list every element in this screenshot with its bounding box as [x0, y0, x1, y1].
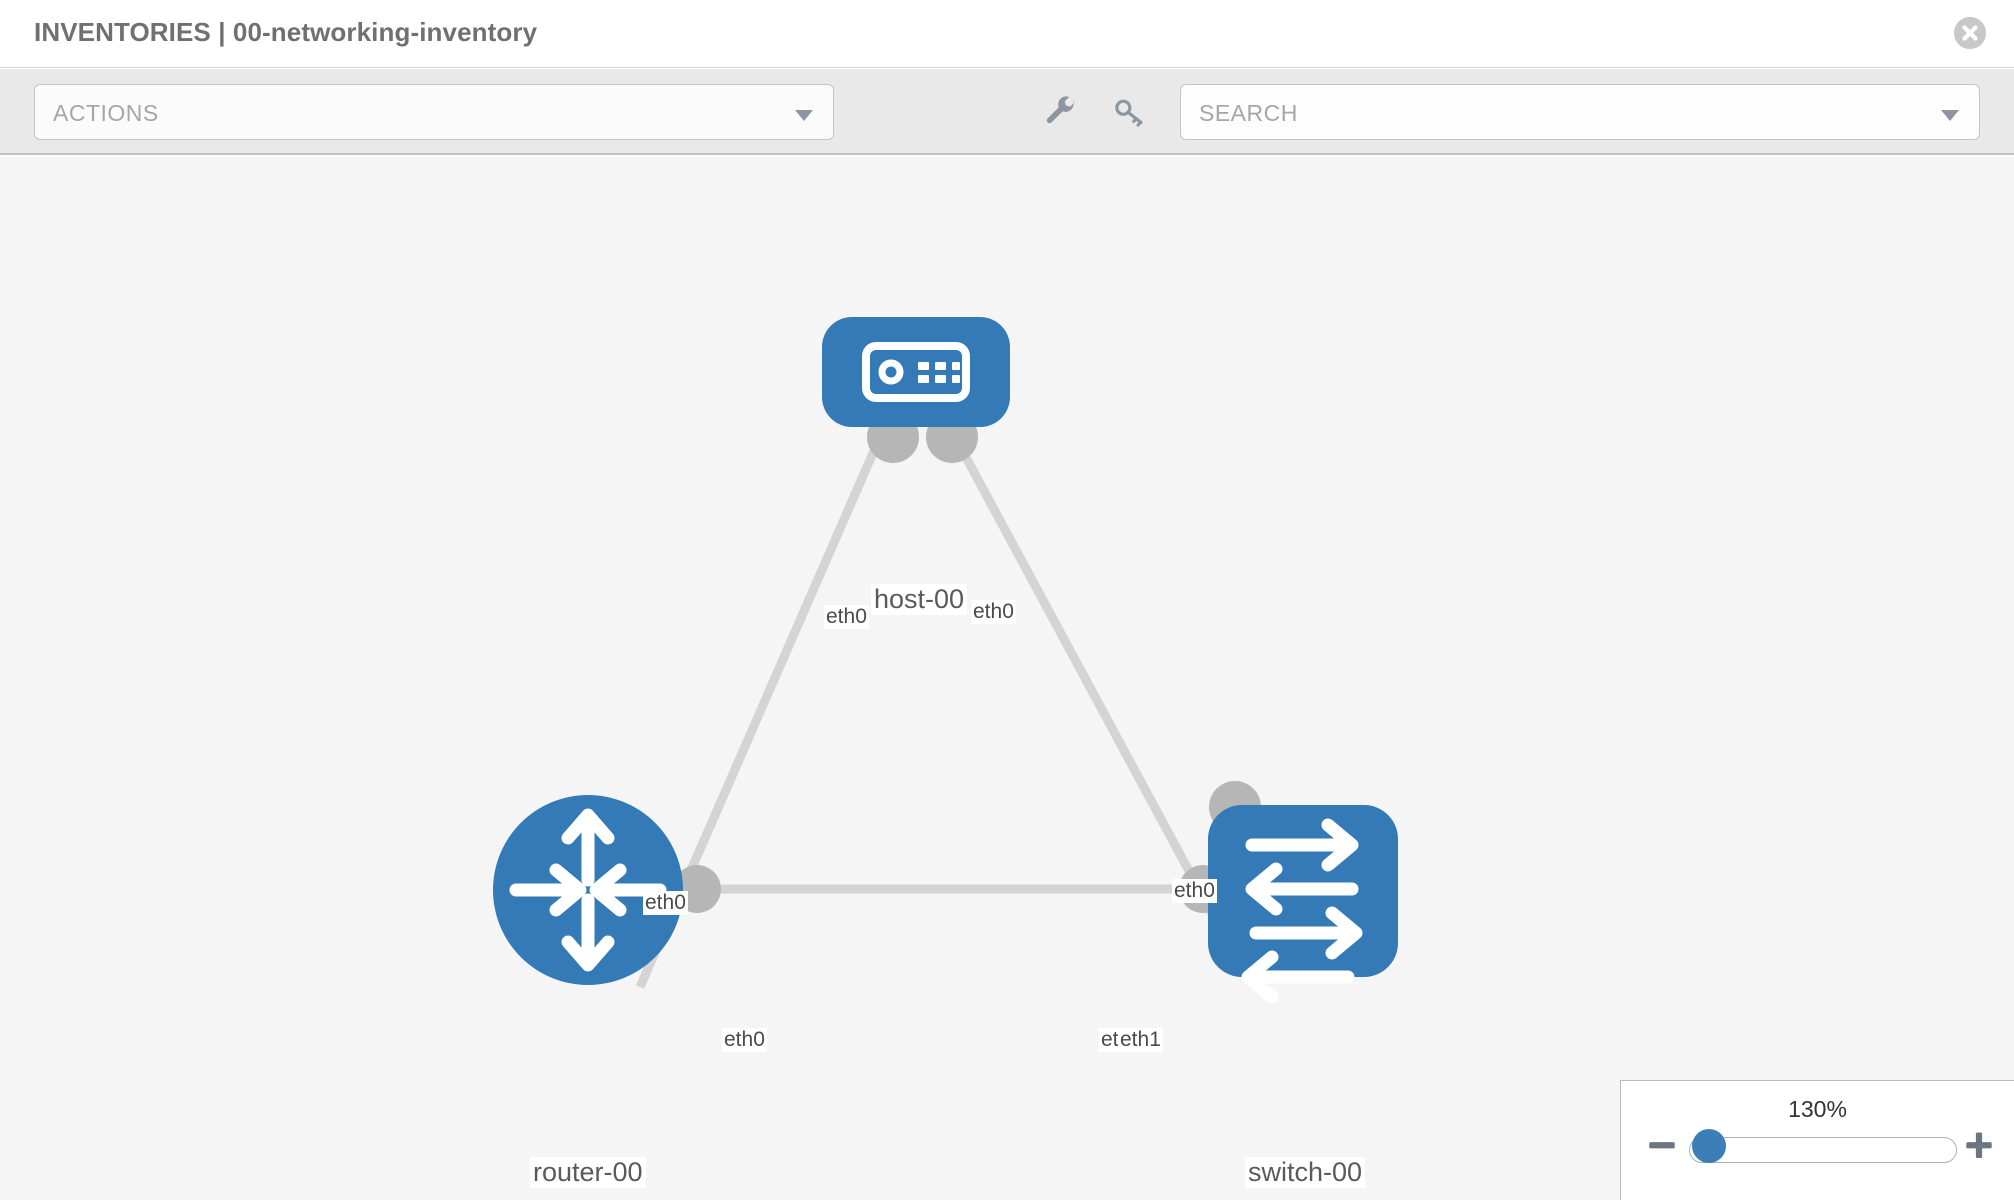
edge-label-router00-eth0: eth0 — [722, 1028, 767, 1052]
search-placeholder: SEARCH — [1199, 100, 1298, 126]
chevron-down-icon — [795, 110, 813, 121]
link-host00-switch00 — [951, 434, 1234, 950]
minus-icon[interactable] — [1645, 1128, 1679, 1162]
actions-dropdown-label: ACTIONS — [53, 100, 159, 126]
zoom-slider-track[interactable] — [1689, 1137, 1957, 1163]
edge-label-host00-right: eth0 — [971, 600, 1016, 624]
topology-graph — [493, 317, 1398, 1004]
toolbar: ACTIONS SEARCH — [0, 69, 2014, 155]
chevron-down-icon[interactable] — [1941, 110, 1959, 121]
node-switch-00 — [1208, 805, 1398, 1004]
zoom-control-panel: 130% — [1620, 1080, 2014, 1200]
topology-canvas[interactable]: host-00 router-00 switch-00 eth0 eth0 et… — [0, 157, 2014, 1200]
topology-links — [635, 434, 1234, 989]
zoom-level-value: 130% — [1788, 1096, 1847, 1122]
node-router-00 — [493, 795, 683, 985]
close-icon[interactable] — [1954, 17, 1986, 49]
edge-label-host00-left: eth0 — [824, 605, 869, 629]
search-input[interactable]: SEARCH — [1180, 84, 1980, 140]
wrench-icon[interactable] — [1044, 95, 1078, 129]
node-host-00 — [822, 317, 1010, 427]
edge-label-switch00-eth1: eth1 — [1118, 1028, 1163, 1052]
node-label-switch-00: switch-00 — [1245, 1157, 1366, 1188]
node-label-router-00: router-00 — [530, 1157, 646, 1188]
page-title: INVENTORIES | 00-networking-inventory — [34, 17, 538, 47]
plus-icon[interactable] — [1962, 1128, 1996, 1162]
edge-label-router00-uplink: eth0 — [643, 891, 688, 915]
page-header: INVENTORIES | 00-networking-inventory — [0, 0, 2014, 68]
zoom-slider-thumb[interactable] — [1692, 1129, 1726, 1163]
actions-dropdown[interactable]: ACTIONS — [34, 84, 834, 140]
key-icon[interactable] — [1112, 95, 1146, 129]
node-label-host-00: host-00 — [871, 584, 968, 615]
edge-label-switch00-uplink: eth0 — [1172, 879, 1217, 903]
